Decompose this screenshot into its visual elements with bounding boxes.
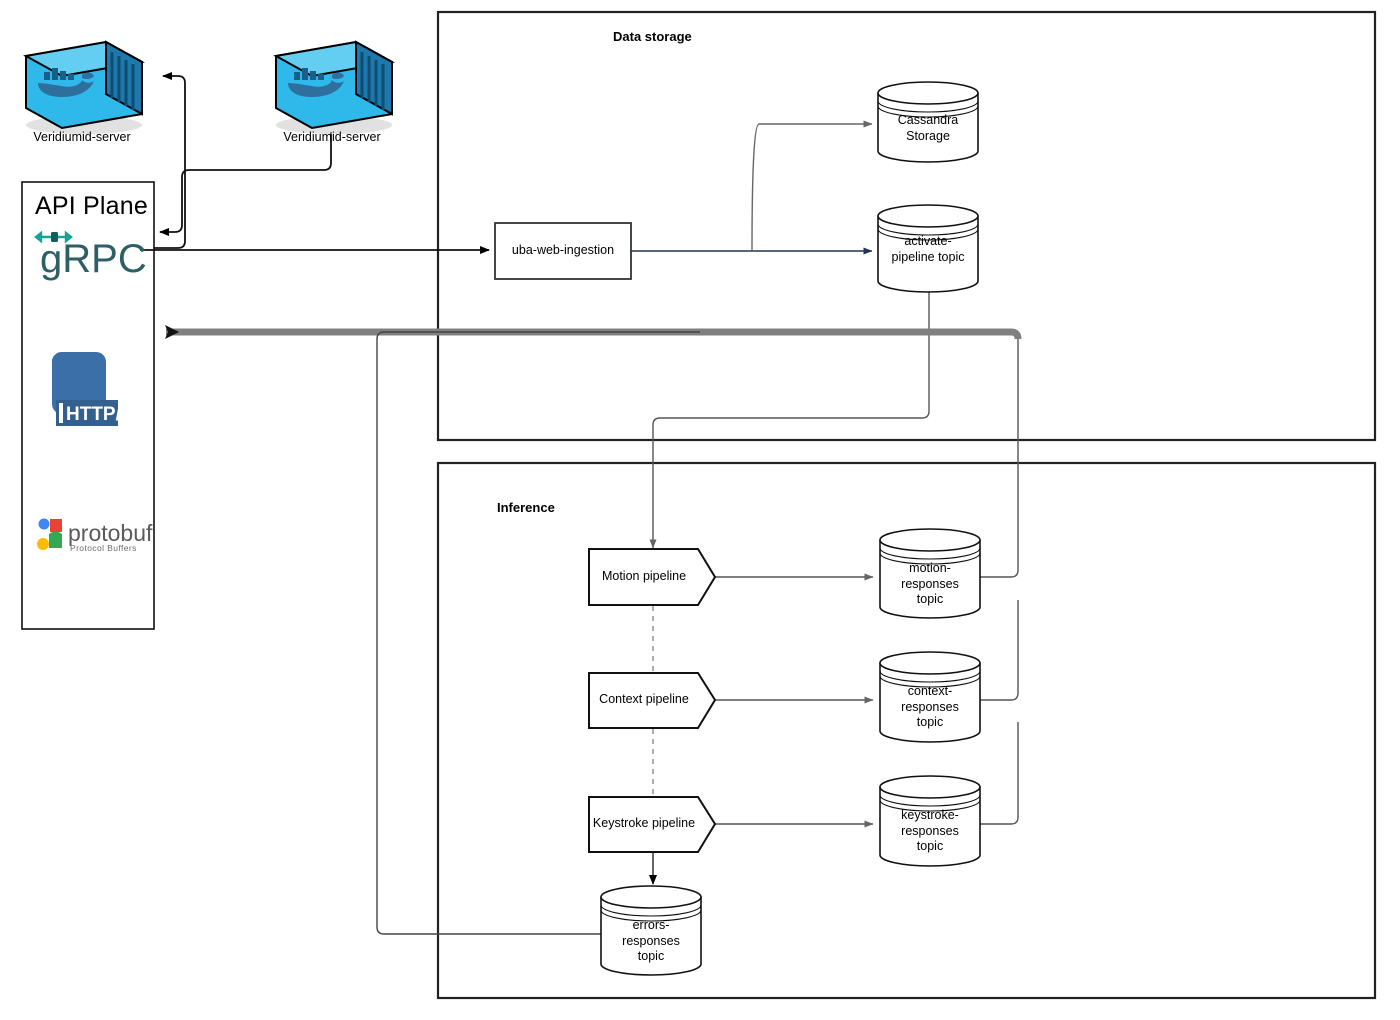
shape-activate-pipeline-topic [877, 204, 979, 293]
http2-logo: HTTP/2 [52, 351, 131, 426]
docker-container-icon-2 [273, 40, 395, 134]
edge-keystroke-topic-to-collector [979, 722, 1019, 825]
svg-text:Protocol Buffers: Protocol Buffers [70, 543, 137, 553]
edge-apiplane-to-server1 [154, 72, 186, 249]
group-title-inference: Inference [497, 500, 555, 515]
edge-uba-to-cassandra-storage [751, 120, 873, 252]
shape-keystroke-responses-topic [879, 775, 981, 867]
edge-activate-topic-to-motion-pipeline [649, 292, 930, 549]
svg-text:gRPC: gRPC [40, 237, 147, 281]
edge-errors-topic-to-apiplane-return [376, 331, 700, 935]
shape-context-pipeline [588, 672, 717, 729]
protobuf-logo: protobuf Protocol Buffers [37, 518, 153, 553]
svg-text:HTTP/2: HTTP/2 [66, 404, 131, 425]
edge-collector-to-apiplane-return [165, 325, 1022, 340]
group-frame-data-storage [436, 10, 1377, 442]
group-frame-inference [436, 461, 1377, 1000]
shape-motion-pipeline [588, 548, 717, 606]
shape-keystroke-pipeline [588, 796, 717, 853]
shape-cassandra-storage [877, 81, 979, 163]
edge-motion-topic-to-collector [979, 339, 1019, 578]
docker-container-icon-1 [23, 40, 145, 134]
grpc-logo: gRPC [34, 230, 147, 281]
edge-context-topic-to-collector [979, 600, 1019, 701]
group-title-data-storage: Data storage [613, 29, 692, 44]
edge-server2-to-apiplane [159, 132, 332, 236]
svg-text:protobuf: protobuf [68, 520, 153, 546]
server-caption-2: Veridiumid-server [283, 130, 381, 144]
shape-motion-responses-topic [879, 528, 981, 619]
api-plane-title: API Plane [35, 192, 148, 220]
shape-context-responses-topic [879, 651, 981, 743]
shape-errors-responses-topic [600, 885, 702, 976]
shape-uba-web-ingestion [494, 222, 632, 280]
server-caption-1: Veridiumid-server [33, 130, 131, 144]
